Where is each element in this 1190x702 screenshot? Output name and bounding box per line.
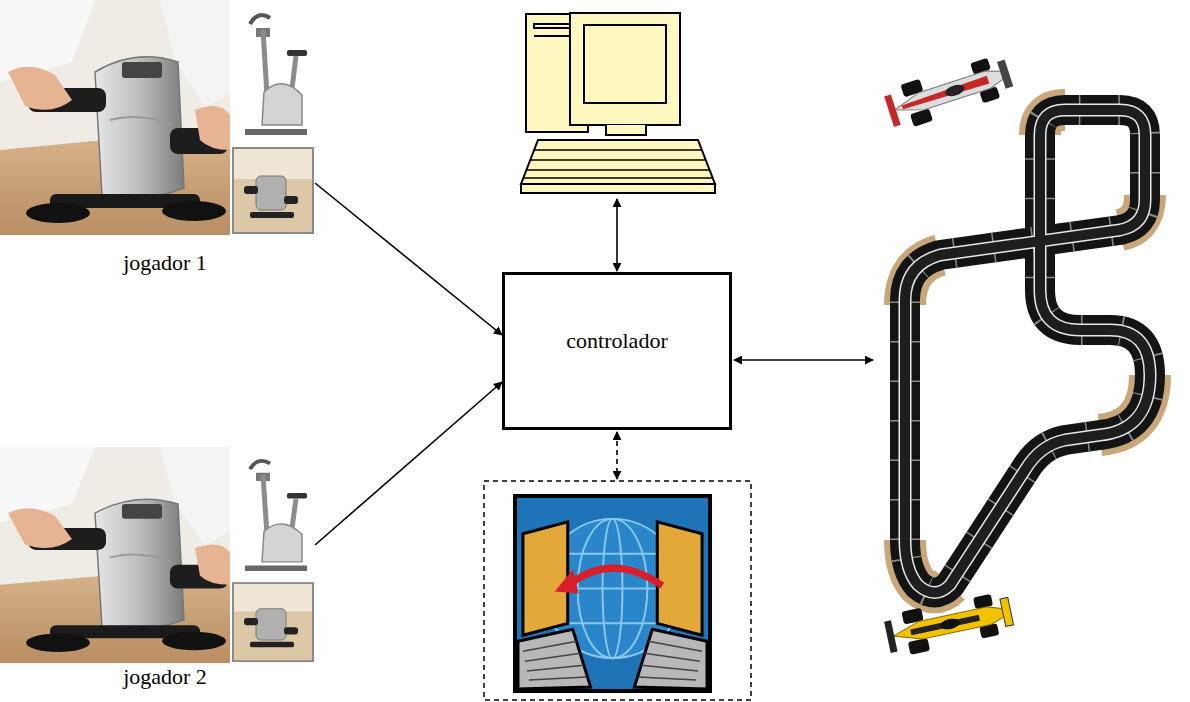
player-picture <box>0 447 315 663</box>
race-track <box>905 110 1150 593</box>
node-label-holder: jogador 1 <box>0 250 330 276</box>
internet-icon <box>518 629 591 689</box>
link-arrow <box>734 359 873 361</box>
internet-icon <box>638 641 702 680</box>
computer-icon <box>570 13 680 125</box>
controller-box: controlador <box>502 272 732 430</box>
race-car <box>882 52 1015 133</box>
computer-icon <box>606 125 646 135</box>
player-node: jogador 2 <box>0 447 354 702</box>
internet-icon <box>634 629 707 689</box>
internet-icon <box>523 641 587 680</box>
player-picture <box>0 0 315 235</box>
optional-frame <box>484 481 751 700</box>
computer-icon <box>523 150 713 178</box>
computer-icon <box>521 140 715 184</box>
player-label: jogador 1 <box>0 250 330 276</box>
link-arrow <box>616 199 618 271</box>
input-arrow <box>315 183 502 335</box>
computer-icon <box>521 13 715 193</box>
race-car <box>883 590 1015 659</box>
race-car <box>892 66 1008 119</box>
optional-link-arrow <box>616 432 618 479</box>
internet-icon <box>515 496 710 691</box>
player-node: jogador 1 <box>0 0 354 290</box>
race-car <box>910 615 980 635</box>
race-track <box>905 110 1150 593</box>
race-car <box>910 108 933 127</box>
internet-icon <box>555 570 579 594</box>
computer-icon <box>584 25 666 103</box>
computer-icon <box>521 184 715 193</box>
player-picture <box>0 0 315 235</box>
race-car <box>884 620 898 653</box>
race-car <box>944 83 966 99</box>
race-car <box>884 94 901 127</box>
race-track <box>905 110 1150 593</box>
input-arrow <box>315 382 502 545</box>
race-car <box>891 603 1008 645</box>
internet-icon <box>515 496 710 691</box>
computer-icon <box>521 13 715 193</box>
race-car <box>939 617 961 631</box>
race-car <box>997 60 1013 89</box>
controller-label: controlador <box>566 328 667 354</box>
player-picture <box>0 447 315 663</box>
internet-icon <box>571 568 663 585</box>
node-label-holder: jogador 2 <box>0 664 330 690</box>
internet-icon <box>523 522 568 635</box>
internet-icon <box>515 496 710 691</box>
internet-icon <box>657 522 702 635</box>
race-track <box>905 110 1150 593</box>
race-car <box>1000 597 1014 626</box>
player-label: jogador 2 <box>0 664 330 690</box>
race-car <box>908 638 930 655</box>
race-track <box>905 110 1150 593</box>
race-track <box>905 110 1150 593</box>
computer-icon <box>534 35 574 37</box>
computer-icon <box>534 24 574 28</box>
race-car <box>901 76 989 111</box>
